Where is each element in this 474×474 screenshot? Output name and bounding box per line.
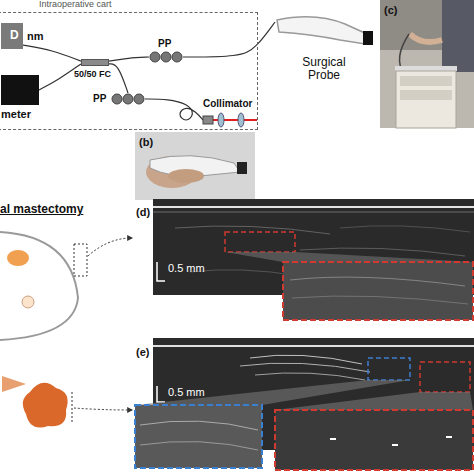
tissue-texture [292, 296, 468, 304]
photo-background [135, 132, 255, 200]
spectrometer-box: meter [1, 75, 39, 105]
zoom-wedge [275, 392, 473, 410]
zoom-wedge [225, 252, 474, 262]
panel-letter: (b) [139, 136, 153, 148]
panel-letter: (e) [136, 346, 149, 358]
probe-handle [277, 17, 367, 44]
photo-probe-tip [237, 162, 247, 174]
scale-label: 0.5 mm [168, 262, 205, 274]
photo-drawer [400, 76, 452, 86]
component-label: 50/50 FC [74, 70, 111, 80]
component-label: Collimator [203, 98, 252, 109]
scale-bar [157, 386, 165, 402]
zoom-region [225, 232, 295, 252]
collimator-body [203, 116, 213, 124]
surgical-probe: Surgical Probe [275, 12, 375, 52]
coll-shape [203, 113, 247, 127]
bright-speck [330, 438, 336, 440]
tissue-texture [255, 373, 365, 380]
tumor-illustration [7, 250, 29, 266]
lens-shape [218, 113, 224, 127]
polarization-paddles: PP [111, 93, 145, 105]
breast-outline [0, 232, 78, 340]
zoom-inset [135, 405, 262, 468]
zoom-inset [275, 410, 473, 470]
margin-line [72, 392, 73, 424]
photo-arm [410, 34, 442, 42]
zoom-region [368, 358, 410, 380]
light-source-box: Dnm [1, 23, 23, 49]
probe-shape [275, 12, 375, 52]
source-letter: D [10, 29, 19, 42]
leader-arrow [74, 408, 132, 410]
tissue-texture [240, 363, 370, 372]
pointer-triangle [2, 376, 26, 392]
component-label: PP [158, 38, 171, 49]
optical-fiber [183, 22, 275, 57]
zoom-inset [283, 262, 473, 320]
optical-fiber [145, 99, 203, 120]
paddle-circle [150, 52, 160, 62]
image-panel: (e) 0.5 mm [135, 338, 474, 450]
paddle-circle [123, 94, 133, 104]
leader-arrow [88, 238, 132, 256]
pp-shape [111, 93, 145, 105]
nipple-illustration [22, 296, 34, 308]
cart-frame: Intraoperative cartDnmmeter50/50 FCPPPPC… [0, 12, 258, 130]
tissue-texture [140, 421, 258, 430]
zoom-region [420, 362, 470, 392]
photo-cart [396, 71, 456, 128]
paddle-circle [112, 94, 122, 104]
panel-letter: (d) [136, 206, 150, 218]
scale-label: 0.5 mm [168, 386, 205, 398]
tissue-texture [140, 441, 258, 450]
image-panel: (d) 0.5 mm [135, 198, 474, 295]
section-heading: al mastectomy [0, 203, 83, 216]
paddle-circle [172, 52, 182, 62]
tissue-surface [153, 345, 474, 347]
collimator-optics: Collimator [203, 113, 247, 127]
tissue-texture [175, 226, 330, 234]
component-label: PP [93, 93, 106, 104]
wavelength-label: nm [27, 30, 44, 42]
optical-fiber [109, 57, 149, 61]
optical-fiber [23, 45, 81, 61]
tissue-layer [153, 212, 474, 213]
tissue-texture [340, 226, 470, 232]
bright-speck [446, 436, 452, 438]
photo-background [380, 0, 474, 128]
margin-region [74, 244, 87, 276]
component-label: Surgical Probe [293, 56, 355, 82]
group-heading: Intraoperative cart [39, 0, 112, 10]
scale-bar [157, 262, 165, 281]
tissue-surface [153, 206, 474, 208]
lens-shape [238, 113, 244, 127]
pp-shape [149, 51, 183, 63]
photo-person [442, 0, 474, 72]
bright-speck [392, 444, 398, 446]
optical-fiber [109, 64, 128, 93]
paddle-circle [134, 94, 144, 104]
photo-drawer [400, 90, 452, 100]
coupler-box: 50/50 FC [81, 59, 109, 66]
probe-tip [363, 31, 373, 45]
photo-fingers [168, 169, 204, 183]
polarization-paddles: PP [149, 51, 183, 63]
component-label: meter [1, 108, 31, 120]
photo-panel: (b) [135, 132, 255, 200]
paddle-circle [161, 52, 171, 62]
photo-tray [395, 66, 457, 71]
tissue-texture [250, 355, 362, 364]
specimen-illustration [23, 383, 68, 428]
photo-panel: (c) [380, 0, 474, 128]
panel-letter: (c) [384, 4, 397, 16]
tissue-texture [290, 277, 465, 286]
